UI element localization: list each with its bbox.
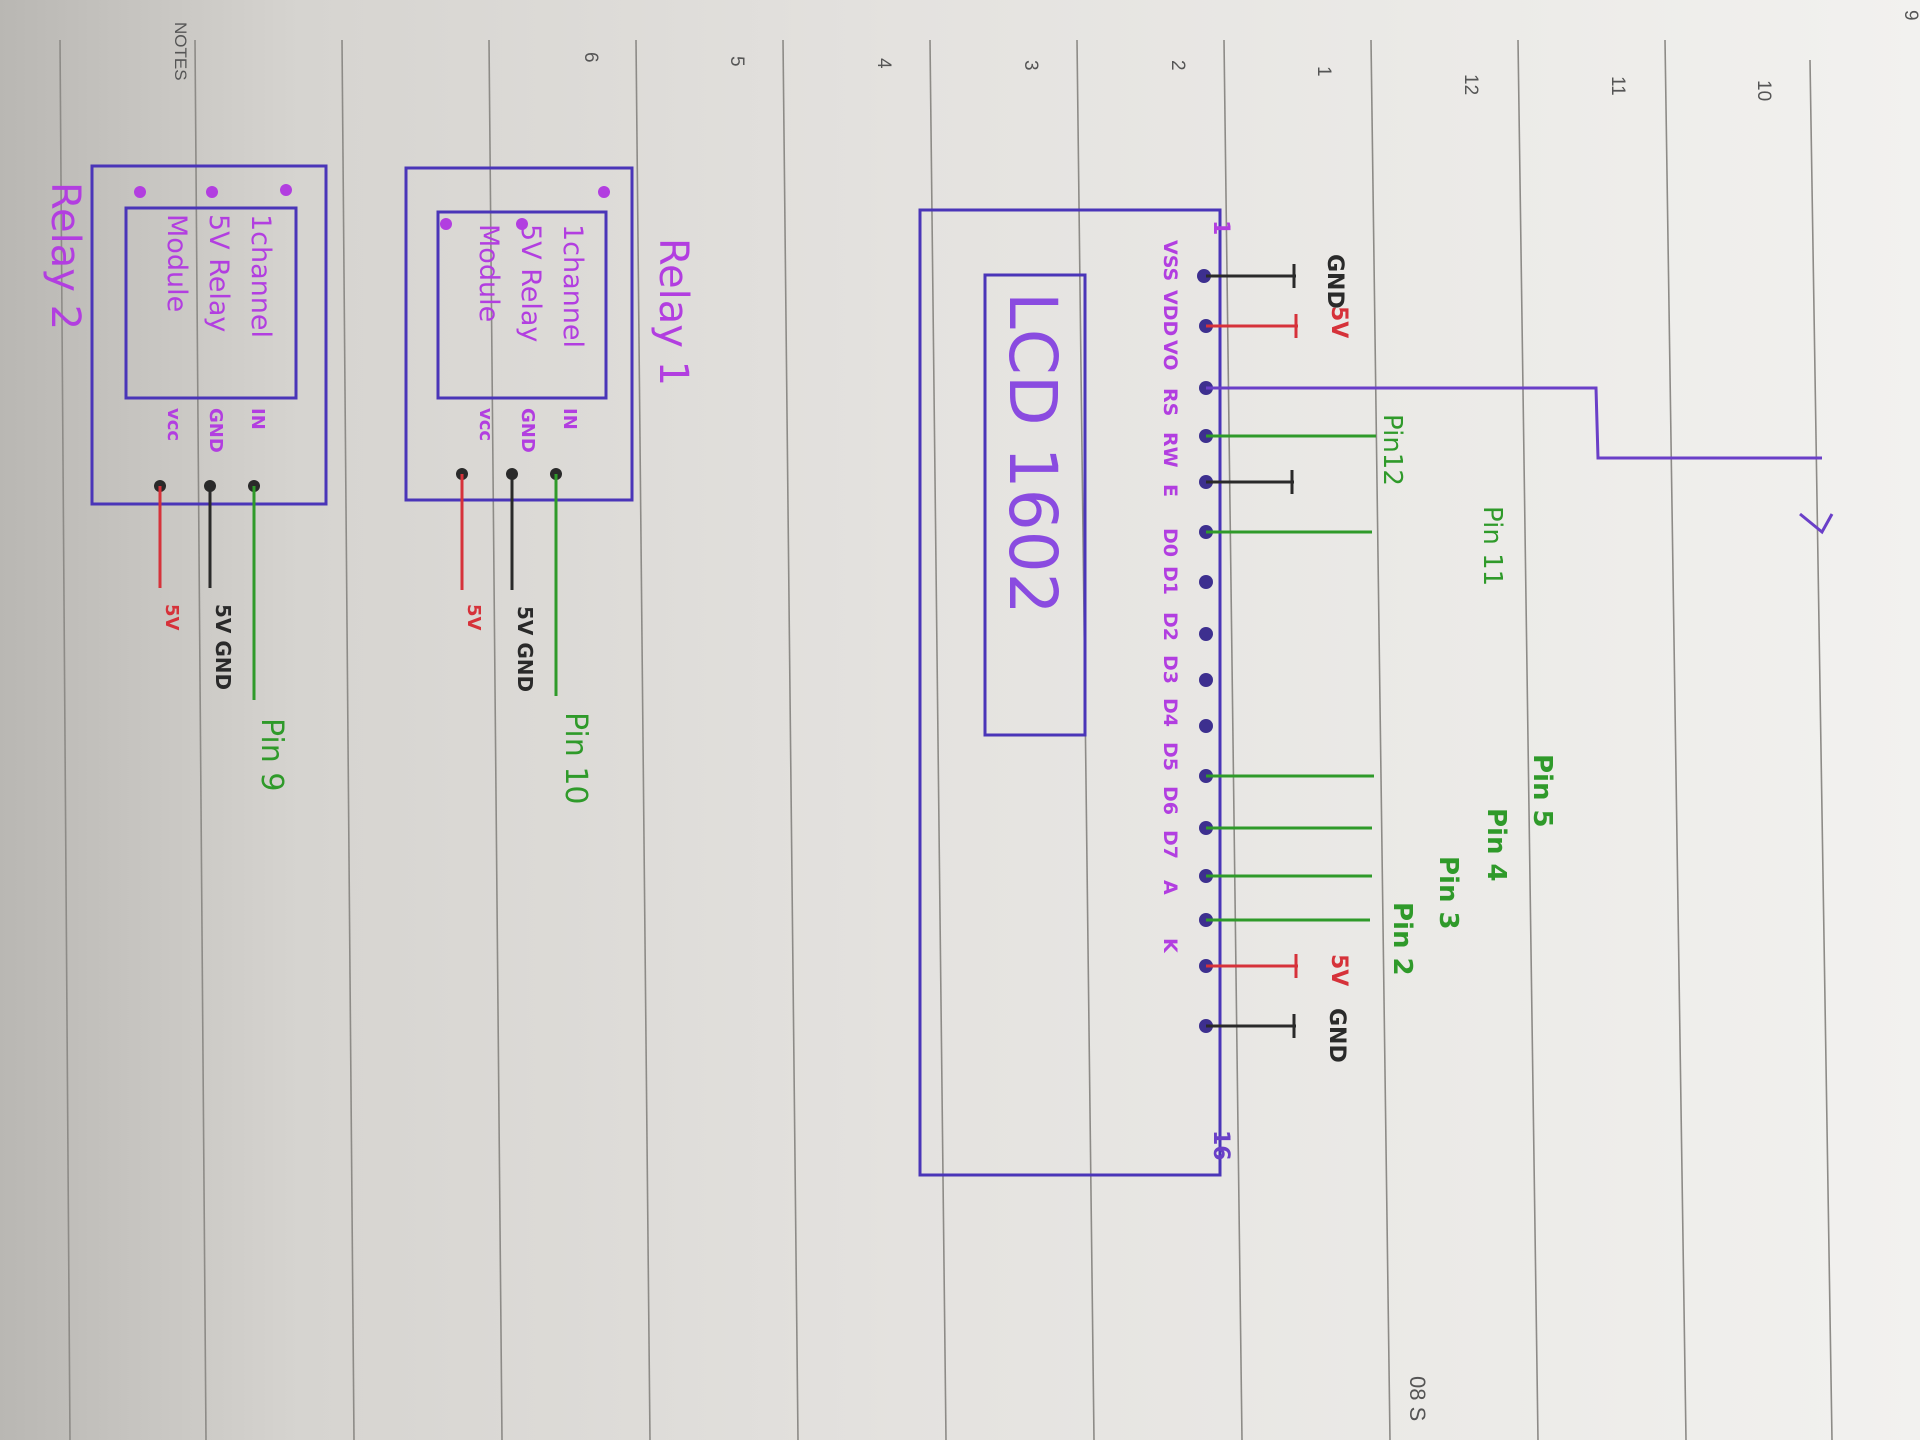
pin-label-rs: RS xyxy=(1159,388,1181,416)
lcd-pin-start: 1 xyxy=(1208,220,1233,235)
lcd-pins: VSS VDD VO RS RW E D0 D1 D2 D3 D4 D5 D6 … xyxy=(1159,240,1213,1033)
pin-label-d6: D6 xyxy=(1159,786,1181,815)
label-d5-pin4: Pin 4 xyxy=(1481,808,1511,882)
relay-2-inner-box xyxy=(124,206,298,400)
relay-1-vcc-target: 5V xyxy=(463,604,484,631)
relay-2-line-2: 5V Relay xyxy=(203,214,234,332)
label-vdd-5v: 5V xyxy=(1326,306,1351,338)
relay-2-pin-dots xyxy=(154,480,260,492)
row-number-3: 3 xyxy=(1020,60,1041,71)
relay-1: Relay 1 1channel 5V Relay Module IN GND … xyxy=(404,166,696,805)
relay-1-pin-vcc: vcc xyxy=(475,408,496,441)
pin-dots xyxy=(1197,269,1213,1033)
row-number-6: 6 xyxy=(580,52,601,63)
pin-label-vdd: VDD xyxy=(1159,290,1181,336)
relay-1-line-1: 1channel xyxy=(557,224,588,348)
row-number-10: 10 xyxy=(1753,80,1774,101)
row-number-9: 9 xyxy=(1900,10,1920,21)
relay-1-inner-box xyxy=(436,210,608,400)
row-number-11: 11 xyxy=(1607,76,1628,96)
label-rs-pin12: Pin12 xyxy=(1377,414,1407,486)
relay-2: 1channel 5V Relay Module IN GND vcc Pin … xyxy=(42,164,328,791)
relay-1-pin-dots xyxy=(456,468,562,480)
lcd-module: LCD 1602 1 16 xyxy=(918,208,1233,1177)
pin-label-k: K xyxy=(1159,938,1181,954)
relay-1-gnd-target: 5V GND xyxy=(513,606,537,692)
relay-1-title: Relay 1 xyxy=(650,238,696,386)
relay-2-pin-vcc: vcc xyxy=(163,408,184,441)
notes-label: NOTES xyxy=(171,22,190,81)
row-number-1: 1 xyxy=(1313,66,1334,77)
lcd-wire-labels: GND 5V Pin12 Pin 11 Pin 5 Pin 4 Pin 3 Pi… xyxy=(1322,254,1557,1063)
row-number-5: 5 xyxy=(726,56,747,67)
pin-label-d5: D5 xyxy=(1159,742,1181,771)
lcd-pin-end: 16 xyxy=(1208,1130,1233,1161)
label-d6-pin3: Pin 3 xyxy=(1433,856,1463,930)
relay-2-in-target: Pin 9 xyxy=(254,718,289,791)
lcd-title: LCD 1602 xyxy=(994,292,1071,615)
relay-2-line-3: Module xyxy=(161,214,192,312)
relay-1-line-2: 5V Relay xyxy=(515,224,546,342)
pin-label-a: A xyxy=(1159,880,1181,895)
pin-label-d3: D3 xyxy=(1159,655,1181,684)
pin-label-d7: D7 xyxy=(1159,830,1181,859)
row-number-4: 4 xyxy=(873,58,894,69)
pin-label-vss: VSS xyxy=(1159,240,1181,281)
relay-1-outline xyxy=(404,166,634,502)
relay-1-pin-in: IN xyxy=(559,408,580,430)
relay-2-pin-in: IN xyxy=(247,408,268,430)
label-a-5v: 5V xyxy=(1326,954,1351,986)
relay-2-vcc-target: 5V xyxy=(161,604,182,631)
lcd-outline xyxy=(918,208,1222,1177)
label-d7-pin2: Pin 2 xyxy=(1387,902,1417,976)
pin-label-d2: D2 xyxy=(1159,612,1181,641)
row-number-2: 2 xyxy=(1167,60,1188,71)
label-k-gnd: GND xyxy=(1324,1008,1349,1063)
pin-label-d4: D4 xyxy=(1159,698,1181,727)
relay-1-in-target: Pin 10 xyxy=(558,712,593,805)
relay-2-dots xyxy=(134,184,292,198)
relay-2-line-1: 1channel xyxy=(245,214,276,338)
pin-label-vo: VO xyxy=(1159,340,1181,371)
corner-label: 08 S xyxy=(1405,1376,1430,1421)
relay-2-title: Relay 2 xyxy=(42,182,88,330)
relay-2-pin-gnd: GND xyxy=(205,408,226,453)
row-number-12: 12 xyxy=(1460,74,1481,95)
relay-2-gnd-target: 5V GND xyxy=(211,604,235,690)
pin-label-e: E xyxy=(1159,484,1181,497)
relay-1-dots xyxy=(440,186,610,230)
label-vss-gnd: GND xyxy=(1322,254,1347,309)
ruled-lines xyxy=(59,39,1833,1440)
label-e-pin11: Pin 11 xyxy=(1477,506,1507,586)
row-numbers: 9 10 11 12 1 2 3 4 5 6 NOTES 08 S xyxy=(171,10,1920,1421)
pin-label-d1: D1 xyxy=(1159,566,1181,595)
pin-label-d0: D0 xyxy=(1159,528,1181,557)
relay-1-line-3: Module xyxy=(473,224,504,322)
label-d4-pin5: Pin 5 xyxy=(1527,754,1557,828)
lcd-wires xyxy=(1206,264,1834,1038)
relay-1-pin-gnd: GND xyxy=(517,408,538,453)
pin-label-rw: RW xyxy=(1159,432,1181,468)
lcd-label-box xyxy=(983,273,1087,737)
